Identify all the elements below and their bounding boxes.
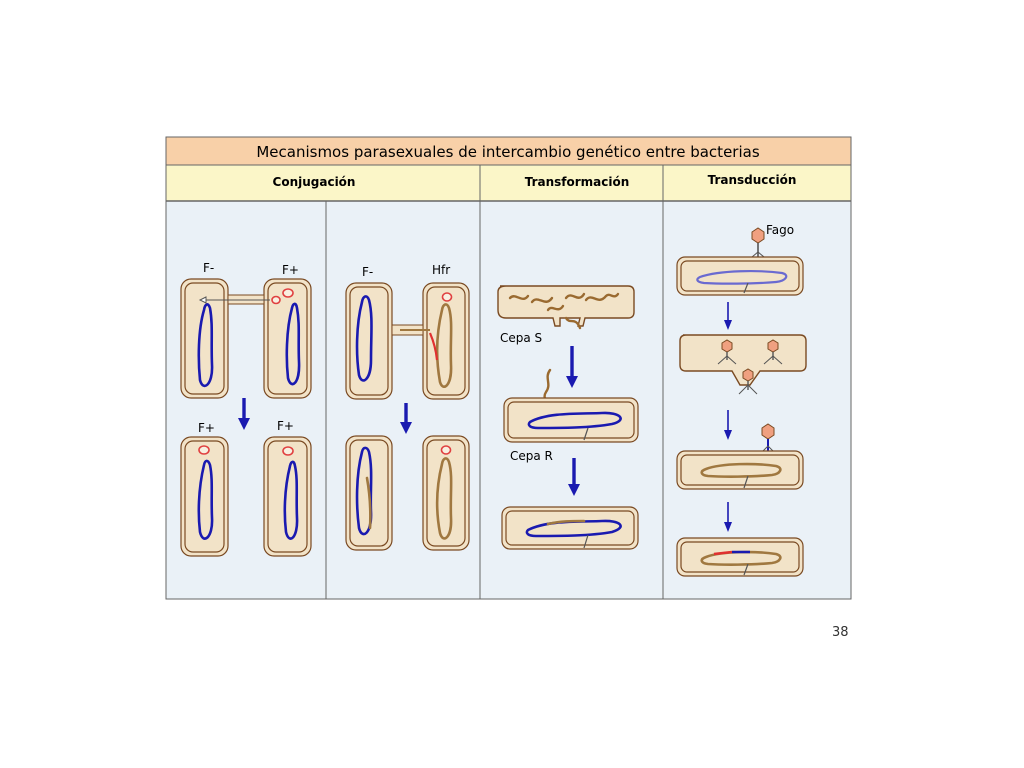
bacterium-transformed bbox=[501, 506, 639, 550]
label-f-plus-bottom-left: F+ bbox=[198, 421, 215, 435]
bacterium-hfr-after bbox=[422, 435, 470, 551]
title-bar bbox=[165, 136, 852, 166]
conjugation-hfr-panel: F- Hfr bbox=[345, 263, 470, 551]
phage-icon bbox=[738, 368, 758, 395]
phage-icon bbox=[717, 339, 737, 365]
header-transduccion: Transducción bbox=[708, 173, 797, 187]
down-arrow bbox=[568, 458, 580, 496]
down-arrow bbox=[566, 346, 578, 388]
header-conjugacion: Conjugación bbox=[273, 175, 356, 189]
transduction-panel: Fago bbox=[676, 223, 807, 577]
down-arrow bbox=[400, 403, 412, 434]
label-hfr: Hfr bbox=[432, 263, 450, 277]
chromosome-blue bbox=[197, 303, 214, 388]
label-f-minus-top: F- bbox=[203, 261, 214, 275]
down-arrow-thin bbox=[724, 502, 732, 532]
header-transformacion: Transformación bbox=[525, 175, 630, 189]
diagram-title: Mecanismos parasexuales de intercambio g… bbox=[256, 143, 759, 161]
phage-icon bbox=[763, 339, 783, 365]
label-f-minus-hfr: F- bbox=[362, 265, 373, 279]
label-f-plus-bottom-right: F+ bbox=[277, 419, 294, 433]
down-arrow-thin bbox=[724, 302, 732, 330]
conjugation-bridge bbox=[391, 324, 430, 336]
bacterium-f-plus-donor bbox=[263, 436, 312, 557]
bacterium-cepa-r bbox=[503, 397, 639, 443]
bacterium-infected bbox=[676, 256, 804, 296]
bacterium-lysed-cepa-s bbox=[497, 285, 635, 330]
plasmid-f bbox=[282, 288, 294, 298]
header-row bbox=[165, 164, 852, 202]
bacterium-f-plus bbox=[263, 278, 312, 399]
bacterium-f-minus bbox=[180, 278, 229, 399]
conjugation-pilus bbox=[198, 294, 270, 305]
down-arrow-thin bbox=[724, 410, 732, 440]
chromosome-blue bbox=[285, 302, 301, 386]
bacterium-hfr bbox=[422, 282, 470, 400]
conjugation-f-plus-panel: F- F+ F+ F+ bbox=[180, 261, 312, 557]
label-cepa-r: Cepa R bbox=[510, 449, 553, 463]
bacterium-recombinant bbox=[345, 435, 393, 551]
bacterium-f-minus-recipient bbox=[345, 282, 393, 400]
page-number: 38 bbox=[832, 625, 849, 640]
bacterium-f-plus-converted bbox=[180, 436, 229, 557]
down-arrow bbox=[238, 398, 250, 430]
bacterium-lysing bbox=[679, 334, 807, 395]
transferred-dna bbox=[428, 332, 439, 361]
bacterium-transduction-recipient bbox=[676, 450, 804, 490]
label-f-plus-top: F+ bbox=[282, 263, 299, 277]
label-cepa-s: Cepa S bbox=[500, 331, 542, 345]
transformation-panel: Cepa S Cepa R bbox=[497, 285, 639, 550]
bacterium-transduced bbox=[676, 537, 804, 577]
label-fago: Fago bbox=[766, 223, 794, 237]
